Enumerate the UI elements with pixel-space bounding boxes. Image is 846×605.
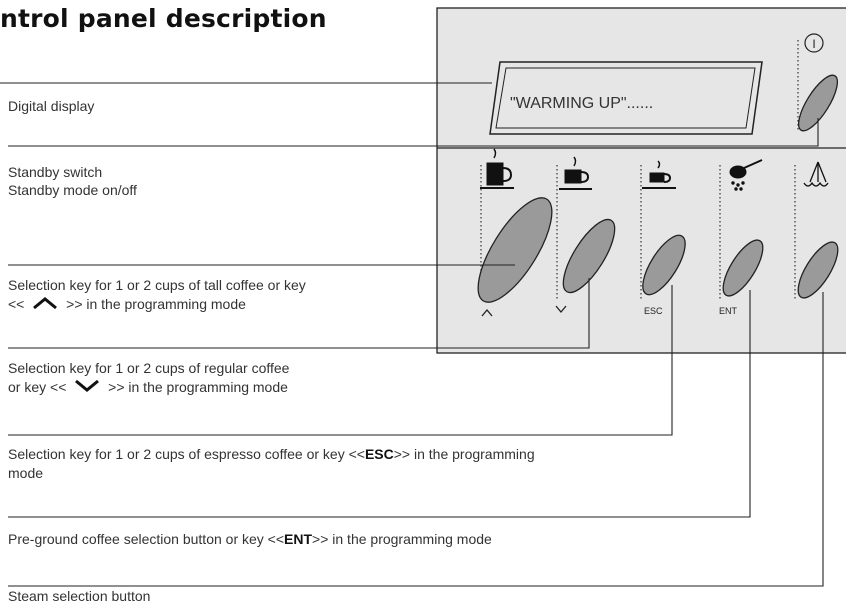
steam-button — [797, 241, 839, 299]
regular-coffee-button — [562, 218, 616, 294]
standby-button — [797, 74, 839, 132]
tall-coffee-description-2: << >> in the programming mode — [8, 295, 246, 313]
espresso-description-2: mode — [8, 465, 44, 481]
down-chevron-icon — [75, 379, 100, 392]
steam-icon — [803, 161, 829, 187]
text-segment: Selection key for 1 or 2 cups of espress… — [8, 446, 365, 462]
regular-coffee-description-2: or key << >> in the programming mode — [8, 378, 288, 396]
standby-description-1: Standby switch — [8, 164, 103, 180]
power-symbol: I — [812, 37, 815, 51]
tall-coffee-button — [477, 197, 553, 303]
text-segment: >> in the programming — [393, 446, 535, 462]
ent-key-label: ENT — [719, 306, 738, 316]
preground-scoop-icon — [729, 159, 763, 191]
digital-display: "WARMING UP"...... — [489, 61, 763, 135]
leader-lines — [0, 82, 824, 587]
espresso-button — [642, 234, 686, 296]
text-segment: or key << — [8, 379, 71, 395]
text-segment: Pre-ground coffee selection button or ke… — [8, 531, 285, 547]
up-chevron-icon — [33, 297, 58, 310]
up-key-label — [481, 308, 493, 317]
preground-button — [722, 239, 764, 297]
steam-description: Steam selection button — [8, 588, 151, 604]
text-segment: >> in the programming mode — [104, 379, 288, 395]
display-description: Digital display — [8, 98, 95, 114]
espresso-description-1: Selection key for 1 or 2 cups of espress… — [8, 445, 535, 463]
page-title: ntrol panel description — [0, 4, 327, 33]
ent-bold: ENT — [284, 531, 313, 547]
display-text: "WARMING UP"...... — [510, 95, 653, 112]
tall-coffee-description-1: Selection key for 1 or 2 cups of tall co… — [8, 277, 306, 293]
text-segment: >> in the programming mode — [312, 531, 492, 547]
regular-coffee-description-1: Selection key for 1 or 2 cups of regular… — [8, 360, 290, 376]
preground-description: Pre-ground coffee selection button or ke… — [8, 530, 492, 548]
text-segment: << — [8, 296, 29, 312]
standby-switch: I — [797, 33, 839, 132]
tall-coffee-icon — [480, 148, 514, 189]
espresso-icon — [642, 160, 676, 189]
down-key-label — [555, 305, 567, 314]
text-segment: >> in the programming mode — [62, 296, 246, 312]
power-icon — [804, 33, 824, 53]
esc-key-label: ESC — [644, 306, 663, 316]
esc-bold: ESC — [364, 446, 394, 462]
regular-coffee-icon — [559, 156, 592, 190]
standby-description-2: Standby mode on/off — [8, 182, 137, 198]
